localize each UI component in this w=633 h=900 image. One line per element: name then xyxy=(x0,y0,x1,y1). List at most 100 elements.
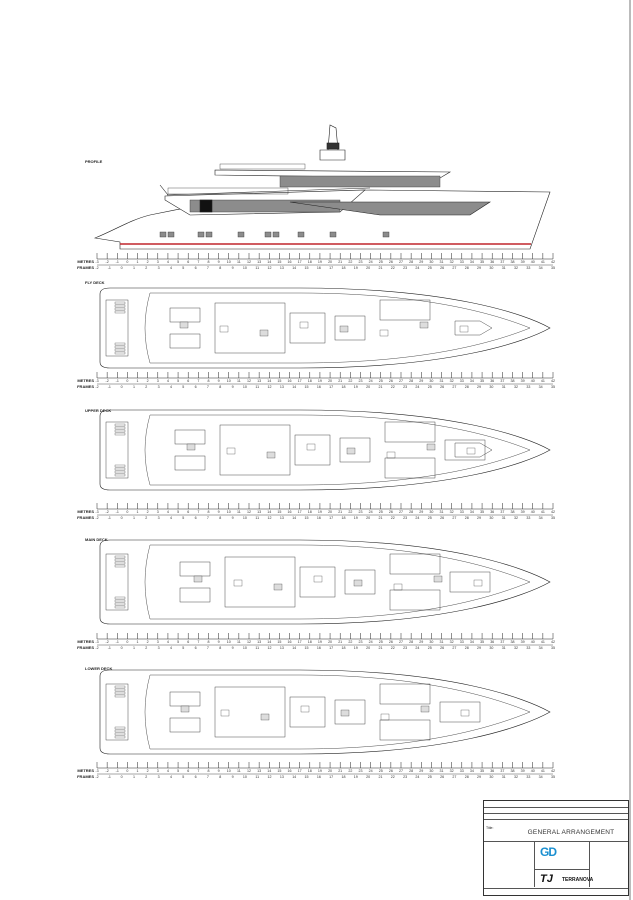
metre-tick-label: 11 xyxy=(237,379,241,383)
frames-label: FRAMES xyxy=(77,515,94,520)
metre-tick-label: -3 xyxy=(95,769,98,773)
metre-tick-label: 17 xyxy=(298,510,302,514)
frame-tick-label: 24 xyxy=(415,516,419,520)
metre-tick-label: 16 xyxy=(288,510,292,514)
frame-tick-label: 26 xyxy=(440,516,444,520)
designer-logo: GD xyxy=(540,845,557,859)
frame-tick-label: 35 xyxy=(551,775,555,779)
porthole xyxy=(329,231,337,238)
metre-tick-label: -1 xyxy=(116,640,119,644)
metre-tick-label: 37 xyxy=(500,379,504,383)
metre-tick-label: 26 xyxy=(389,510,393,514)
metre-tick-label: 27 xyxy=(399,769,403,773)
metre-tick-label: 25 xyxy=(379,260,383,264)
frame-tick-label: 0 xyxy=(121,646,123,650)
metre-tick-label: -2 xyxy=(106,510,109,514)
frame-tick-label: 0 xyxy=(121,385,123,389)
metre-tick-label: 29 xyxy=(419,640,423,644)
metre-tick-label: 40 xyxy=(531,640,535,644)
frame-tick-label: 1 xyxy=(133,266,135,270)
frame-tick-label: 10 xyxy=(243,646,247,650)
metre-tick-label: 6 xyxy=(187,510,189,514)
room-outline xyxy=(219,424,291,476)
room-outline xyxy=(384,421,436,443)
metre-tick-label: -1 xyxy=(116,379,119,383)
metre-tick-label: -3 xyxy=(95,260,98,264)
view-label-lower-deck: LOWER DECK xyxy=(85,666,112,671)
frame-tick-label: -2 xyxy=(95,516,98,520)
metre-tick-label: 1 xyxy=(137,510,139,514)
metre-tick-label: 23 xyxy=(358,510,362,514)
porthole xyxy=(237,231,245,238)
metre-tick-label: 9 xyxy=(218,379,220,383)
fixture xyxy=(273,583,283,591)
metre-tick-label: 25 xyxy=(379,379,383,383)
frame-tick-label: 0 xyxy=(121,516,123,520)
metre-tick-label: 21 xyxy=(338,640,342,644)
frame-tick-label: 7 xyxy=(207,775,209,779)
frame-tick-label: -1 xyxy=(108,385,111,389)
metre-tick-label: 27 xyxy=(399,510,403,514)
metre-tick-label: 27 xyxy=(399,379,403,383)
metre-tick-label: 36 xyxy=(490,640,494,644)
fixture xyxy=(420,705,430,713)
room-outline xyxy=(339,437,371,463)
frame-tick-label: 1 xyxy=(133,385,135,389)
metre-tick-label: 13 xyxy=(257,769,261,773)
metre-tick-label: 2 xyxy=(147,769,149,773)
metre-tick-label: 3 xyxy=(157,640,159,644)
frame-tick-label: 30 xyxy=(489,266,493,270)
frame-tick-label: 7 xyxy=(207,266,209,270)
metre-tick-label: 14 xyxy=(267,769,271,773)
metre-tick-label: 21 xyxy=(338,510,342,514)
view-label-fly-deck: FLY DECK xyxy=(85,280,105,285)
metre-tick-label: 21 xyxy=(338,260,342,264)
metre-tick-label: 31 xyxy=(440,379,444,383)
metre-tick-label: 41 xyxy=(541,379,545,383)
frame-tick-label: 6 xyxy=(195,646,197,650)
frame-tick-label: 28 xyxy=(465,775,469,779)
metre-tick-label: 20 xyxy=(328,640,332,644)
frame-tick-label: 9 xyxy=(232,266,234,270)
frame-tick-label: 31 xyxy=(502,516,506,520)
frame-tick-label: 19 xyxy=(354,266,358,270)
frame-tick-label: 34 xyxy=(539,516,543,520)
metre-tick-label: 40 xyxy=(531,260,535,264)
metre-tick-label: 37 xyxy=(500,260,504,264)
frame-tick-label: -2 xyxy=(95,646,98,650)
fixture xyxy=(180,705,190,713)
frame-tick-label: 5 xyxy=(182,385,184,389)
metre-tick-label: 37 xyxy=(500,640,504,644)
metre-tick-label: 34 xyxy=(470,260,474,264)
metre-tick-label: 15 xyxy=(277,510,281,514)
metre-tick-label: 10 xyxy=(227,769,231,773)
frame-tick-label: 19 xyxy=(354,516,358,520)
frame-tick-label: 4 xyxy=(170,516,172,520)
frame-tick-label: 14 xyxy=(292,775,296,779)
fixture xyxy=(259,329,269,337)
porthole xyxy=(382,231,390,238)
metre-tick-label: 32 xyxy=(450,640,454,644)
metre-tick-label: 27 xyxy=(399,640,403,644)
metre-tick-label: 7 xyxy=(197,769,199,773)
frame-tick-label: 21 xyxy=(378,385,382,389)
frame-tick-label: 11 xyxy=(255,646,259,650)
frame-tick-label: 23 xyxy=(403,385,407,389)
metre-tick-label: 32 xyxy=(450,510,454,514)
frame-tick-label: 31 xyxy=(502,775,506,779)
frame-tick-label: 15 xyxy=(305,646,309,650)
metre-tick-label: 33 xyxy=(460,769,464,773)
room-outline xyxy=(334,315,366,341)
frame-tick-label: 8 xyxy=(219,385,221,389)
fixture xyxy=(186,443,196,451)
metre-tick-label: 39 xyxy=(521,510,525,514)
frame-tick-label: 4 xyxy=(170,775,172,779)
metre-tick-label: 36 xyxy=(490,510,494,514)
metres-label: METRES xyxy=(77,259,94,264)
metre-tick-label: 38 xyxy=(510,510,514,514)
room-outline xyxy=(389,589,441,611)
metre-tick-label: 17 xyxy=(298,379,302,383)
metre-tick-label: 42 xyxy=(551,769,555,773)
metre-tick-label: 0 xyxy=(126,260,128,264)
frame-tick-label: 9 xyxy=(232,775,234,779)
